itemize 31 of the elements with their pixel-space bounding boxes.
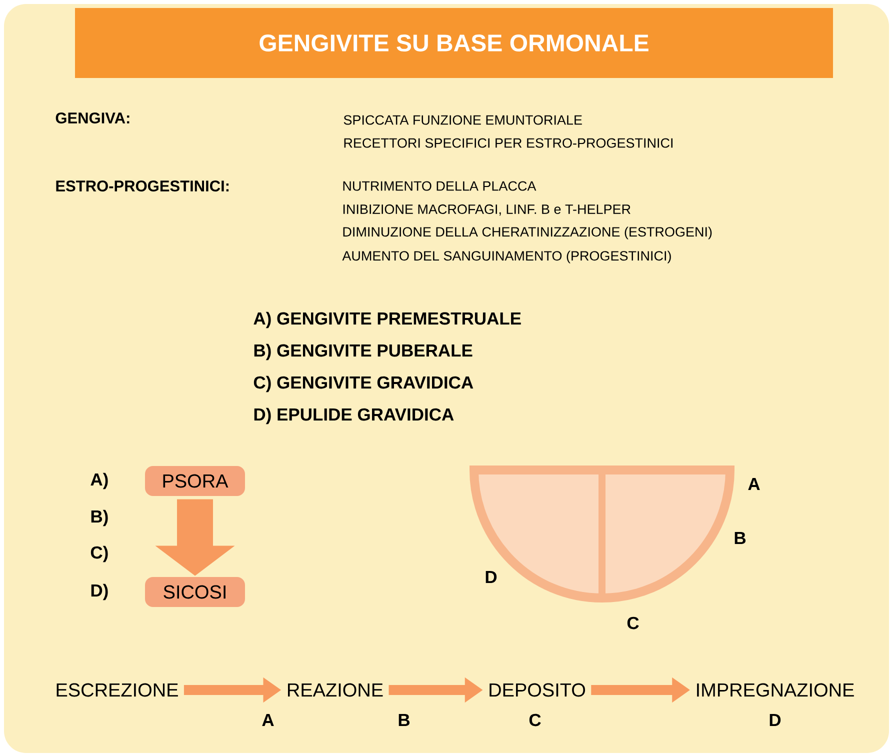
text-line: DIMINUZIONE DELLA CHERATINIZZAZIONE (ESTROGENI)	[343, 226, 712, 240]
text-label: ESCREZIONE	[56, 683, 178, 697]
text-line: INIBIZIONE MACROFAGI, LINF. B e T-HELPER	[343, 204, 630, 216]
list-item: C) GENGIVITE GRAVIDICA	[254, 376, 474, 392]
text-label: DEPOSITO	[490, 683, 586, 697]
list-letter: A)	[90, 472, 108, 490]
stage-letter: B	[398, 714, 410, 726]
text-line: AUMENTO DEL SANGUINAMENTO (PROGESTINICI)	[342, 250, 671, 264]
stage-letter: C	[529, 714, 541, 726]
list-letter: D)	[91, 584, 108, 600]
list-letter: B)	[91, 510, 108, 526]
text-label: IMPREGNAZIONE	[697, 683, 854, 697]
stage-letter: A	[262, 714, 274, 726]
point-letter: C	[627, 616, 639, 630]
text-line: RECETTORI SPECIFICI PER ESTRO-PROGESTINICI	[344, 138, 672, 148]
text-line: NUTRIMENTO DELLA PLACCA	[343, 181, 536, 191]
section-heading: GENGIVA:	[56, 112, 130, 124]
list-item: A) GENGIVITE PREMESTRUALE	[254, 312, 521, 328]
text-line: SPICCATA FUNZIONE EMUNTORIALE	[344, 115, 582, 125]
list-item: D) EPULIDE GRAVIDICA	[254, 408, 454, 424]
point-letter: A	[748, 478, 760, 490]
text-label: REAZIONE	[288, 683, 383, 697]
list-item: B) GENGIVITE PUBERALE	[254, 344, 472, 360]
point-letter: B	[734, 532, 746, 544]
point-letter: D	[486, 570, 497, 584]
rounded-box: PSORA	[145, 466, 245, 496]
rounded-box: SICOSI	[145, 577, 245, 607]
section-heading: ESTRO-PROGESTINICI:	[56, 180, 229, 192]
list-letter: C)	[90, 546, 108, 562]
stage-letter: D	[770, 714, 781, 726]
title-bar: GENGIVITE SU BASE ORMONALE	[75, 8, 833, 78]
